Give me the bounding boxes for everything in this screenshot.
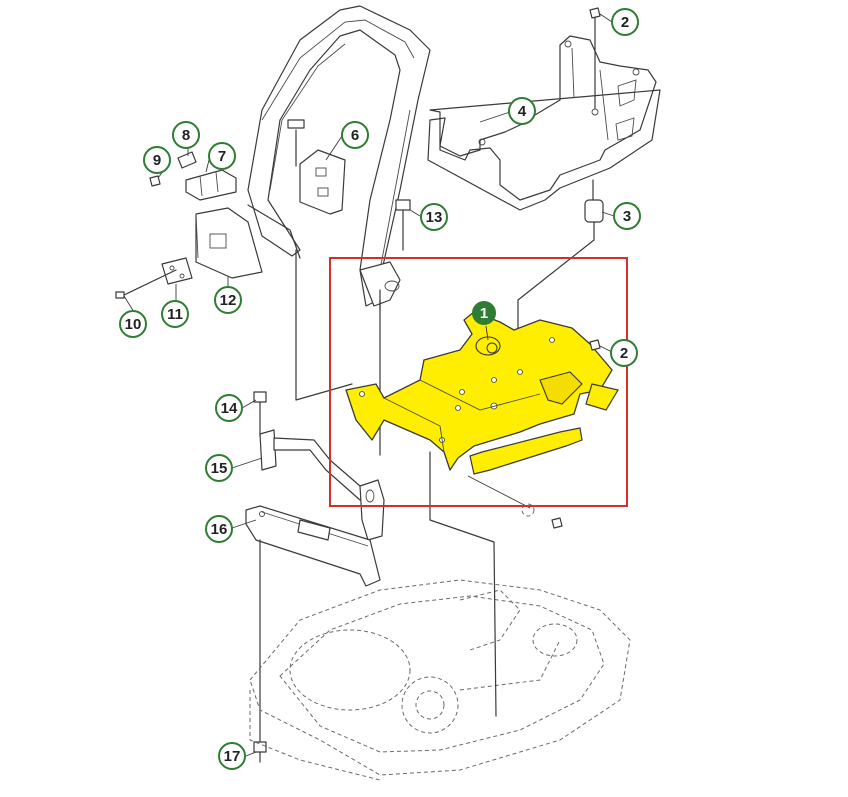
callout-c10: 10 — [119, 310, 147, 338]
callout-circle — [420, 203, 448, 231]
callout-c6: 6 — [341, 121, 369, 149]
handle-frame — [247, 5, 431, 456]
callout-label: 10 — [125, 316, 142, 333]
nut-part-9 — [149, 175, 161, 187]
callout-circle — [611, 8, 639, 36]
callout-label: 17 — [224, 748, 241, 765]
callout-label: 2 — [620, 345, 628, 362]
bolt-part-17 — [253, 539, 267, 763]
callout-c9: 9 — [143, 146, 171, 174]
callout-circle — [613, 202, 641, 230]
callout-c15: 15 — [205, 454, 233, 482]
callout-circle — [205, 454, 233, 482]
callout-c1: 1 — [472, 301, 496, 325]
callout-circle — [218, 742, 246, 770]
callout-c3: 3 — [613, 202, 641, 230]
callout-label: 2 — [621, 14, 629, 31]
callout-label: 9 — [153, 152, 161, 169]
bolt-part-2-top — [589, 7, 601, 109]
callout-label: 1 — [480, 305, 488, 322]
callout-c11: 11 — [161, 300, 189, 328]
callout-label: 12 — [220, 292, 237, 309]
callout-label: 14 — [221, 400, 238, 417]
callout-label: 6 — [351, 127, 359, 144]
callout-label: 16 — [211, 521, 228, 538]
bolt-part-2-right — [589, 339, 601, 351]
callout-circle — [205, 515, 233, 543]
callout-c13: 13 — [420, 203, 448, 231]
callout-c17: 17 — [218, 742, 246, 770]
screw-part-10 — [115, 269, 177, 299]
callout-c4: 4 — [508, 97, 536, 125]
callout-c14: 14 — [215, 394, 243, 422]
clip-part-8 — [177, 151, 197, 169]
callout-circle — [610, 339, 638, 367]
callout-circle — [143, 146, 171, 174]
bolt-part-14 — [253, 391, 267, 437]
tie-rod-part-15 — [259, 429, 385, 541]
callout-c12: 12 — [214, 286, 242, 314]
switch-bracket-part-7 — [185, 169, 237, 201]
lock-nut — [467, 475, 563, 529]
callout-circle — [119, 310, 147, 338]
callout-label: 15 — [211, 460, 228, 477]
callout-circle — [341, 121, 369, 149]
callout-label: 3 — [623, 208, 631, 225]
callout-circle — [161, 300, 189, 328]
callout-circle — [508, 97, 536, 125]
callout-label: 8 — [182, 127, 190, 144]
callout-c16: 16 — [205, 515, 233, 543]
callout-circle — [208, 142, 236, 170]
callout-circle — [214, 286, 242, 314]
plate-part-11 — [161, 257, 193, 285]
leader-lines — [379, 299, 497, 717]
callout-circle — [215, 394, 243, 422]
selection-box — [329, 257, 628, 507]
base-plate-dashed — [249, 579, 631, 781]
callout-label: 7 — [218, 148, 226, 165]
battery-tray-part-4 — [427, 35, 661, 211]
rubber-mount-part-3 — [517, 179, 604, 353]
callout-circle — [172, 121, 200, 149]
callout-label: 4 — [518, 103, 527, 120]
callout-c2a: 2 — [611, 8, 639, 36]
main-plate-part-1 — [345, 311, 619, 475]
callout-c7: 7 — [208, 142, 236, 170]
callout-label: 11 — [167, 306, 183, 323]
support-rail-part-16 — [245, 505, 381, 587]
callout-label: 13 — [426, 209, 443, 226]
bolt-part-13 — [395, 199, 411, 251]
cover-part-12 — [195, 207, 263, 279]
callout-c2b: 2 — [610, 339, 638, 367]
callout-leaders — [123, 13, 615, 757]
bracket-part-6 — [287, 119, 346, 215]
callout-circle — [472, 301, 496, 325]
callout-c8: 8 — [172, 121, 200, 149]
